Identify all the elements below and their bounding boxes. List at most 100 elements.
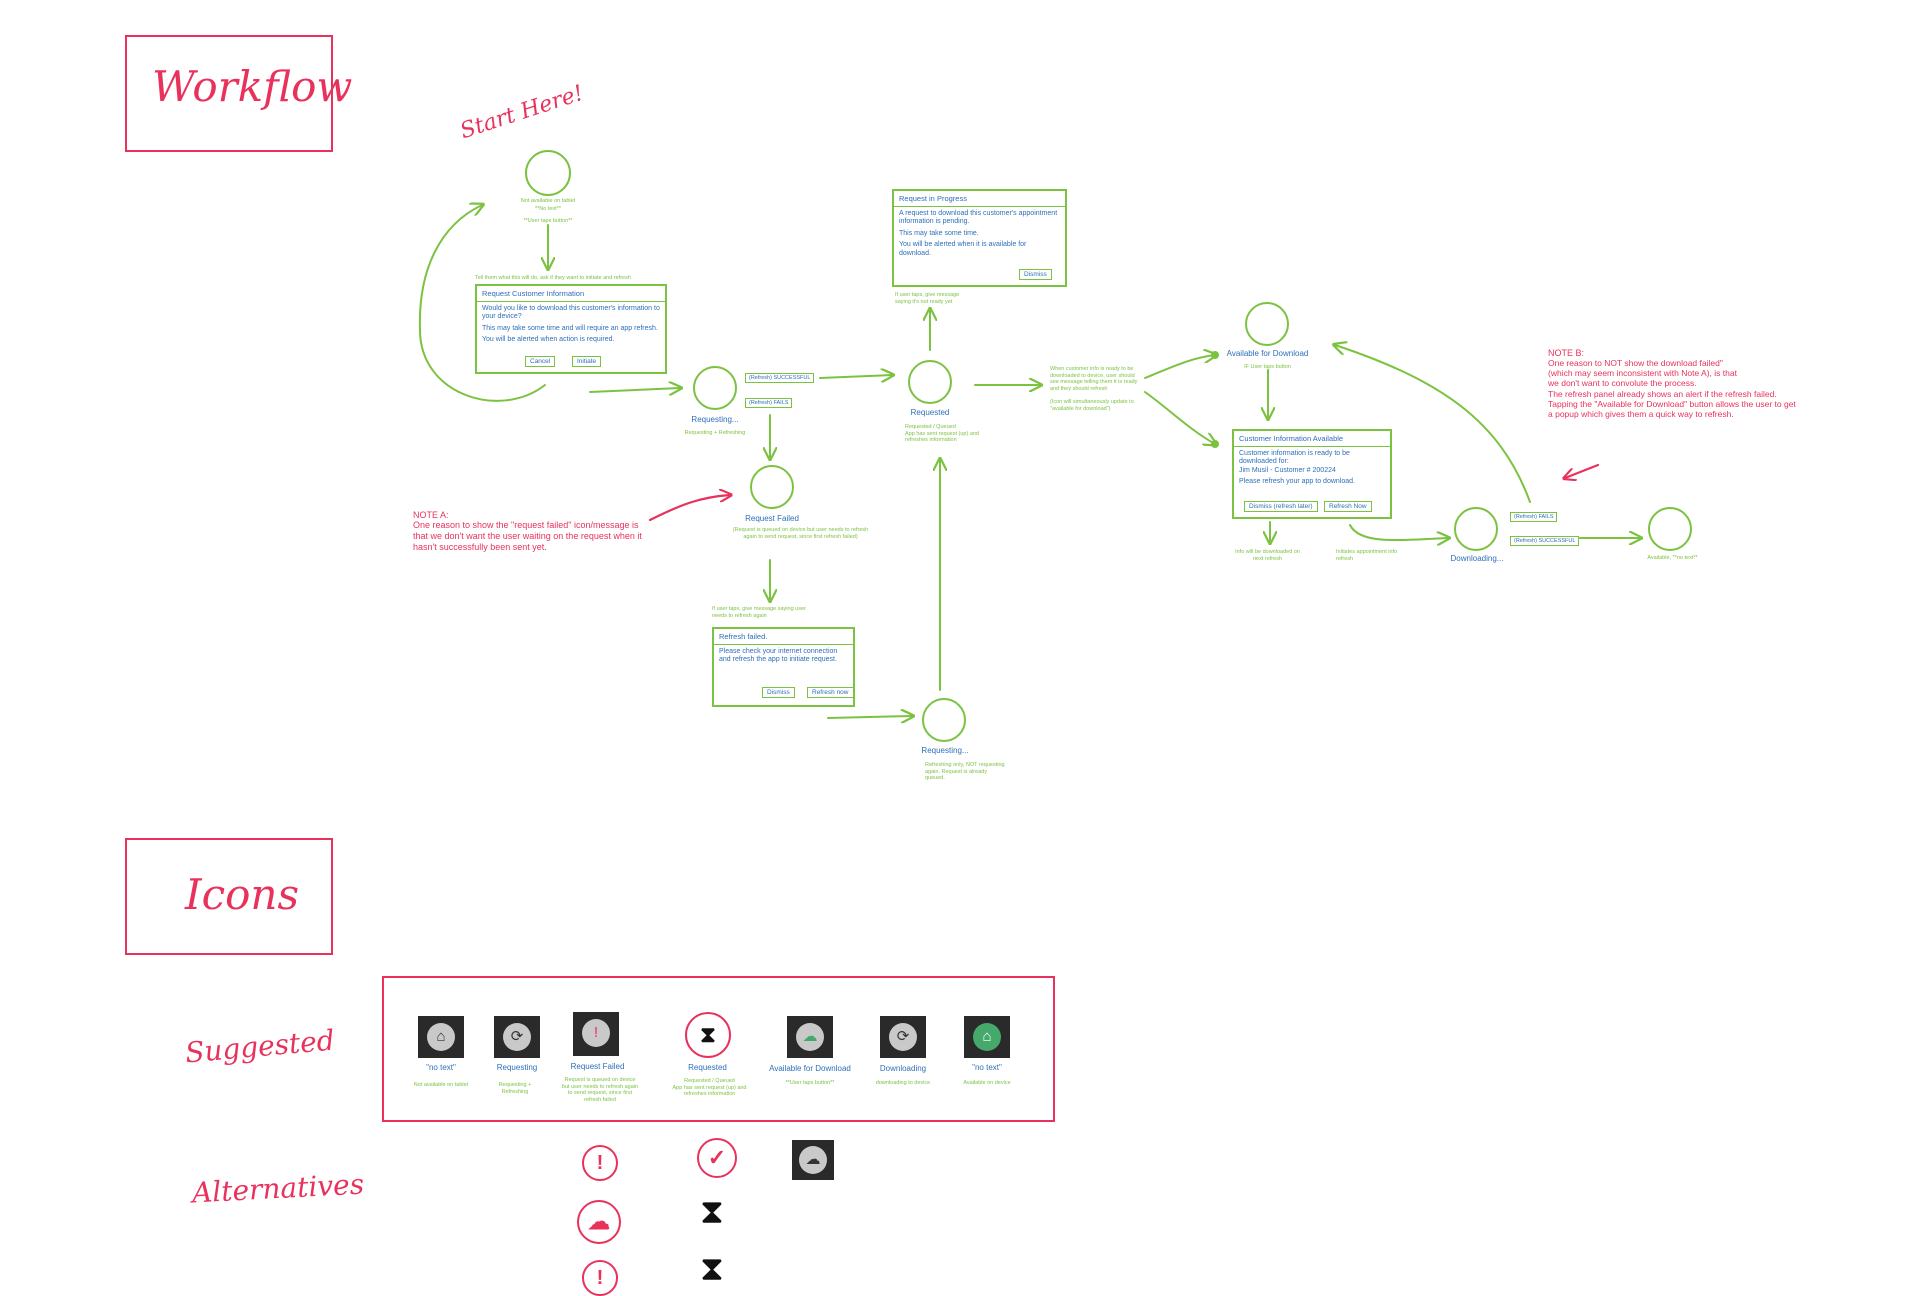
refresh-failed-title: Refresh failed.	[714, 629, 853, 645]
available-end-node[interactable]	[1648, 507, 1692, 551]
refresh-fails-chip: (Refresh) FAILS	[745, 398, 793, 408]
dismiss-button[interactable]: Dismiss	[762, 687, 795, 698]
dialog-title: Request Customer Information	[477, 286, 665, 302]
cloud-download-icon: ☁	[787, 1016, 833, 1058]
alert-circle-icon-2: !	[582, 1260, 618, 1296]
refresh-failed-dialog: Refresh failed. Please check your intern…	[712, 627, 855, 707]
request-failed-node[interactable]	[750, 465, 794, 509]
hourglass-clock-icon: ⧗	[700, 1193, 724, 1231]
house-icon: ⌂	[418, 1016, 464, 1058]
start-node[interactable]	[525, 150, 571, 196]
suggested-title-3: Request Failed	[570, 1062, 625, 1071]
arrow-fails-back-to-available	[1335, 345, 1531, 503]
available-dialog-title: Customer Information Available	[1234, 431, 1390, 447]
requesting-again-node[interactable]	[922, 698, 966, 742]
note-a-body: One reason to show the "request failed" …	[413, 520, 642, 552]
refresh-failed-body: Please check your internet connection an…	[719, 648, 838, 664]
hourglass-icon-2: ⧗	[700, 1250, 724, 1288]
suggested-title-4: Requested	[688, 1063, 727, 1072]
requesting-label: Requesting...	[691, 415, 739, 424]
in-progress-title: Request in Progress	[894, 191, 1065, 207]
arrow-ready-to-dialog	[1144, 391, 1215, 444]
cancel-button[interactable]: Cancel	[525, 356, 556, 367]
info-next-refresh-note: Info will be downloaded on next refresh	[1235, 549, 1300, 562]
suggested-sub-3: Request is queued on device but user nee…	[561, 1077, 639, 1103]
arrow-cancel-loop	[418, 205, 546, 402]
arrow-requesting-to-requested	[819, 375, 892, 378]
refresh-now-available-button[interactable]: Refresh Now	[1324, 501, 1372, 512]
refresh-fails-chip-2: (Refresh) FAILS	[1510, 512, 1558, 522]
tell-them-note: Tell them what this will do, ask if they…	[475, 275, 631, 281]
dialog-body-2: This may take some time and will require…	[482, 324, 658, 332]
hourglass-icon: ⧗	[685, 1012, 731, 1058]
suggested-sub-6: downloading to device	[875, 1080, 931, 1086]
arrow-initiate-to-requesting	[589, 388, 680, 392]
suggested-sub-4: Requested / Queued App has sent request …	[672, 1078, 747, 1098]
note-b-title: NOTE B:	[1548, 348, 1585, 358]
in-progress-dismiss-button[interactable]: Dismiss	[1019, 269, 1052, 280]
arrow-ready-to-available	[1144, 355, 1215, 379]
request-in-progress-dialog: Request in Progress A request to downloa…	[892, 189, 1067, 287]
request-failed-label: Request Failed	[745, 514, 799, 523]
customer-info-available-dialog: Customer Information Available Customer …	[1232, 429, 1392, 519]
refresh-successful-chip-2: (Refresh) SUCCESSFUL	[1510, 536, 1580, 546]
dismiss-refresh-later-button[interactable]: Dismiss (refresh later)	[1244, 501, 1318, 512]
downloading-label: Downloading...	[1450, 554, 1504, 563]
initiates-refresh-note: Initiates appointment info refresh	[1336, 549, 1398, 562]
if-taps-failed-note: If user taps, give message saying user n…	[712, 606, 806, 619]
available-dialog-body-1: Customer information is ready to be down…	[1239, 450, 1350, 474]
house-available-icon: ⌂	[964, 1016, 1010, 1058]
arrow-refreshnow-to-downloading	[1349, 524, 1448, 540]
refresh-icon: ⟳	[494, 1016, 540, 1058]
refresh-alert-icon: !	[573, 1012, 619, 1056]
cloud-icon: ☁	[792, 1140, 834, 1180]
available-label: Available for Download	[1226, 349, 1309, 358]
check-circle-icon: ✓	[697, 1138, 737, 1178]
suggested-sub-5: **User taps button**	[785, 1080, 835, 1086]
workflow-title: Workflow	[152, 62, 353, 111]
note-a-title: NOTE A:	[413, 510, 449, 520]
note-b-arrow	[1565, 463, 1600, 478]
available-dialog-body-2: Please refresh your app to download.	[1239, 478, 1355, 486]
icons-frame	[125, 838, 333, 955]
suggested-title-1: "no text"	[426, 1063, 456, 1072]
suggested-title-7: "no text"	[972, 1063, 1002, 1072]
suggested-title-6: Downloading	[879, 1064, 927, 1073]
if-taps-requested-note: If user taps, give message saying it's n…	[895, 292, 960, 305]
refresh-now-button[interactable]: Refresh now	[807, 687, 854, 698]
start-label: Not available on tablet	[520, 198, 576, 204]
arrow-refreshfailed-to-requesting2	[827, 716, 912, 718]
request-failed-sub: (Request is queued on device but user ne…	[732, 527, 869, 540]
workflow-frame	[125, 35, 333, 152]
start-tap: **User taps button**	[523, 218, 573, 224]
requesting-again-label: Requesting...	[921, 746, 969, 755]
alert-circle-icon: !	[582, 1145, 618, 1181]
requested-label: Requested	[910, 408, 950, 417]
note-a-arrow	[648, 495, 730, 522]
initiate-button[interactable]: Initiate	[572, 356, 602, 367]
suggested-sub-7: Available on device	[963, 1080, 1011, 1086]
in-progress-body-3: You will be alerted when it is available…	[899, 241, 1027, 257]
when-ready-note: When customer info is ready to be downlo…	[1050, 366, 1138, 412]
available-node[interactable]	[1245, 302, 1289, 346]
downloading-refresh-icon: ⟳	[880, 1016, 926, 1058]
downloading-node[interactable]	[1454, 507, 1498, 551]
requesting-sub: Requesting + Refreshing	[684, 430, 746, 436]
requesting-node[interactable]	[693, 366, 737, 410]
requested-sub: Requested / Queued App has sent request …	[905, 424, 979, 444]
note-b-body: One reason to NOT show the download fail…	[1548, 358, 1796, 419]
available-end-label: Available, **no text**	[1647, 555, 1698, 561]
icons-title: Icons	[185, 870, 300, 919]
suggested-icons-frame	[382, 976, 1055, 1122]
dialog-body-3: You will be alerted when action is requi…	[482, 336, 615, 344]
start-notext: **No text**	[535, 206, 561, 212]
requesting-again-sub: Refreshing only, NOT requesting again. R…	[925, 762, 1005, 782]
refresh-successful-chip: (Refresh) SUCCESSFUL	[745, 373, 815, 383]
suggested-title-5: Available for Download	[769, 1064, 851, 1073]
in-progress-body-2: This may take some time.	[899, 229, 979, 237]
suggested-sub-1: Not available on tablet	[413, 1082, 469, 1088]
cloud-alert-icon: ☁	[577, 1200, 621, 1244]
requested-node[interactable]	[908, 360, 952, 404]
